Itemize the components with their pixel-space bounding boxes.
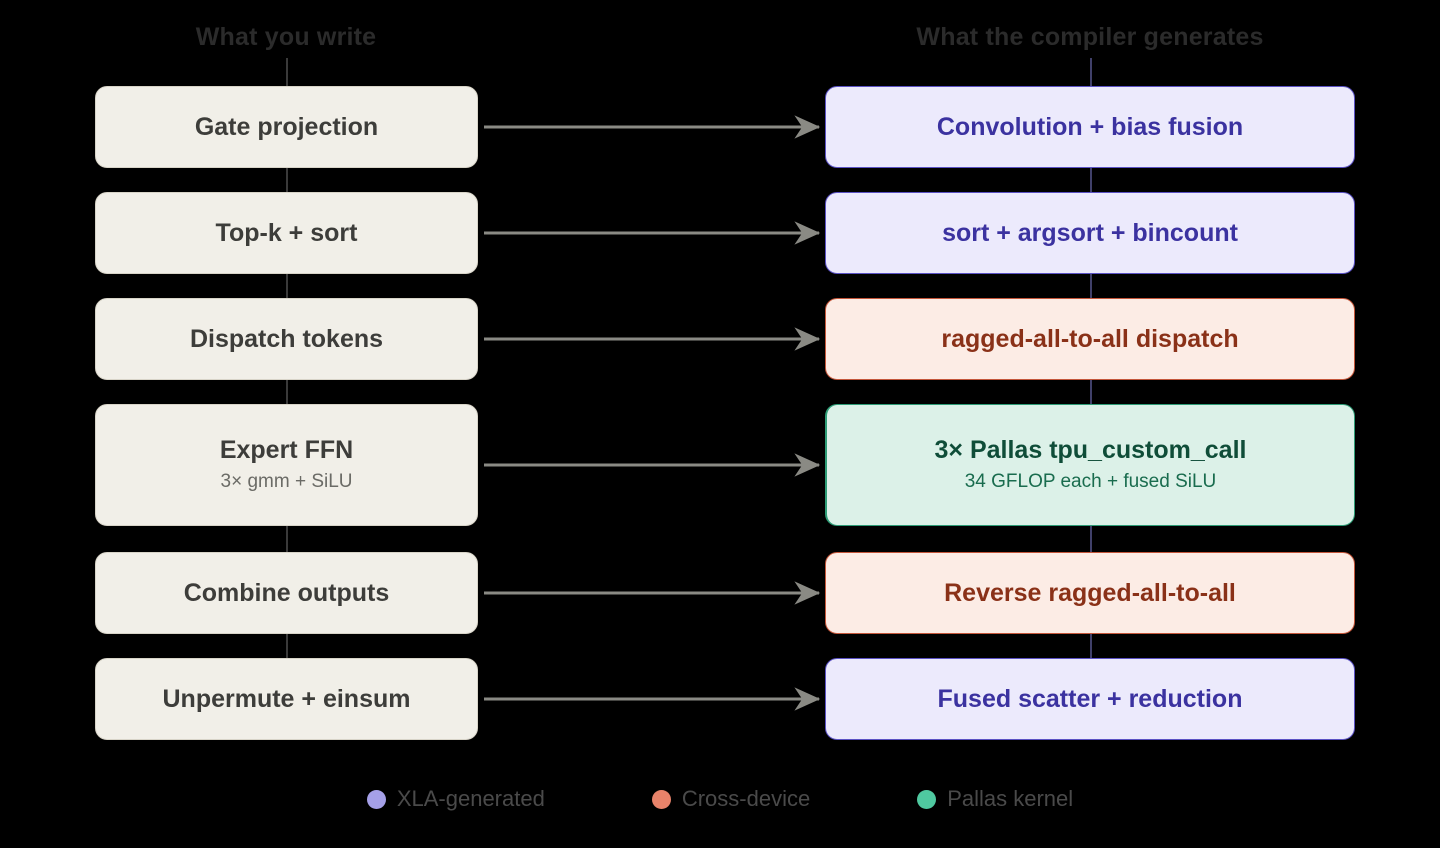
node-title: Expert FFN (219, 436, 354, 465)
target-node-2[interactable]: ragged-all-to-all dispatch (825, 298, 1355, 380)
legend-item-0: XLA-generated (366, 786, 545, 812)
source-node-3[interactable]: Expert FFN 3× gmm + SiLU (95, 404, 478, 526)
node-title: 3× Pallas tpu_custom_call (934, 436, 1247, 465)
spine-right-top (1090, 58, 1092, 86)
legend-item-1: Cross-device (651, 786, 811, 812)
legend-dot-icon (366, 789, 386, 809)
node-subtitle: 34 GFLOP each + fused SiLU (964, 471, 1217, 493)
source-node-0[interactable]: Gate projection (95, 86, 478, 168)
legend-label: Cross-device (681, 786, 811, 811)
spine-right-mid-3 (1090, 526, 1092, 552)
source-node-5[interactable]: Unpermute + einsum (95, 658, 478, 740)
spine-right-mid-1 (1090, 274, 1092, 298)
target-node-4[interactable]: Reverse ragged-all-to-all (825, 552, 1355, 634)
node-title: Dispatch tokens (189, 325, 384, 353)
spine-left-mid-0 (286, 168, 288, 192)
target-node-0[interactable]: Convolution + bias fusion (825, 86, 1355, 168)
legend-item-2: Pallas kernel (917, 786, 1073, 812)
spine-right-mid-4 (1090, 634, 1092, 658)
spine-left-mid-2 (286, 380, 288, 404)
node-title: Convolution + bias fusion (936, 113, 1244, 141)
node-title: Fused scatter + reduction (937, 685, 1243, 713)
spine-right-mid-0 (1090, 168, 1092, 192)
legend-label: XLA-generated (396, 786, 545, 811)
node-title: Reverse ragged-all-to-all (944, 579, 1236, 607)
target-node-5[interactable]: Fused scatter + reduction (825, 658, 1355, 740)
node-title: Combine outputs (183, 579, 390, 607)
node-title: Top-k + sort (215, 219, 358, 247)
column-header-left: What you write (195, 23, 377, 51)
column-header-right: What the compiler generates (916, 23, 1264, 51)
legend-dot-icon (917, 789, 937, 809)
spine-left-mid-1 (286, 274, 288, 298)
spine-left-mid-4 (286, 634, 288, 658)
spine-left-top (286, 58, 288, 86)
legend-dot-icon (651, 789, 671, 809)
source-node-1[interactable]: Top-k + sort (95, 192, 478, 274)
node-subtitle: 3× gmm + SiLU (220, 471, 353, 493)
spine-right-mid-2 (1090, 380, 1092, 404)
target-node-3[interactable]: 3× Pallas tpu_custom_call 34 GFLOP each +… (825, 404, 1355, 526)
node-title: ragged-all-to-all dispatch (941, 325, 1239, 353)
legend-label: Pallas kernel (947, 786, 1074, 811)
target-node-1[interactable]: sort + argsort + bincount (825, 192, 1355, 274)
source-node-2[interactable]: Dispatch tokens (95, 298, 478, 380)
legend: XLA-generated Cross-device Pallas kernel (0, 786, 1440, 812)
spine-left-mid-3 (286, 526, 288, 552)
source-node-4[interactable]: Combine outputs (95, 552, 478, 634)
node-title: Unpermute + einsum (162, 685, 411, 713)
node-title: Gate projection (194, 113, 379, 141)
node-title: sort + argsort + bincount (942, 219, 1238, 247)
